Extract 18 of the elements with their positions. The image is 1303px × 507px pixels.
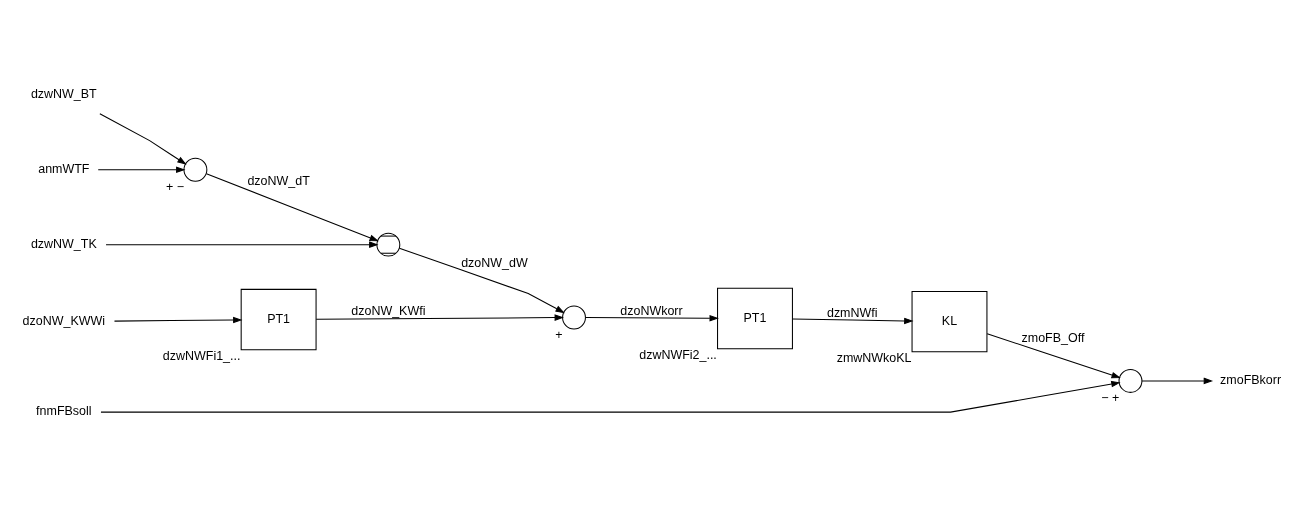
edge-label: dzoNWkorr — [620, 303, 683, 318]
node-text: zmoFBkorr — [1220, 373, 1282, 388]
edge-label: dzoNW_dT — [247, 173, 310, 188]
node-label: + − — [166, 180, 185, 195]
node-text: anmWTF — [38, 162, 90, 176]
node-label: + — [555, 327, 563, 342]
edge-label: dzmNWfi — [826, 306, 878, 321]
node-label: dzwNWFi1_... — [162, 348, 241, 363]
node-text: dzwNW_BT — [30, 87, 97, 102]
node-label: zmwNWkoKL — [836, 350, 912, 365]
edge-label: dzoNW_KWfi — [351, 303, 426, 318]
node-label: dzwNWFi2_... — [639, 347, 717, 362]
node-text: fnmFBsoll — [36, 404, 92, 419]
edge-label: zmoFB_Off — [1021, 331, 1085, 346]
node-text: dzoNW_KWWi — [22, 313, 106, 328]
edge-label: dzoNW_dW — [461, 256, 528, 271]
node-text: dzwNW_TK — [30, 236, 97, 251]
node-label: − + — [1101, 391, 1120, 406]
